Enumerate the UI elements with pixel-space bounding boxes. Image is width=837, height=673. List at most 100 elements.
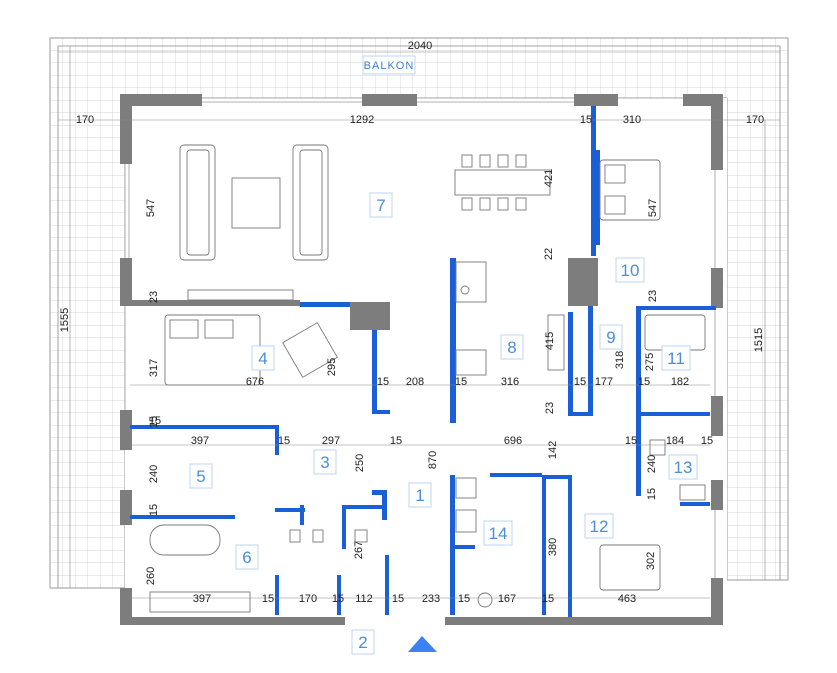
svg-text:4: 4 [258,349,267,368]
svg-text:15: 15 [262,593,274,605]
svg-text:260: 260 [145,567,157,585]
svg-text:15: 15 [574,376,586,388]
svg-text:1: 1 [415,486,424,505]
svg-text:170: 170 [746,114,764,126]
svg-text:463: 463 [618,593,636,605]
svg-text:13: 13 [674,458,693,477]
svg-text:15: 15 [332,593,344,605]
svg-text:547: 547 [647,199,659,217]
exterior-walls [120,94,723,625]
svg-text:15: 15 [392,593,404,605]
svg-text:267: 267 [353,541,365,559]
svg-text:8: 8 [507,338,516,357]
balcony-floor [49,37,789,589]
svg-text:2040: 2040 [408,40,432,52]
room-3-label: 3 [313,449,337,475]
svg-text:696: 696 [504,435,522,447]
room-7-label: 7 [369,192,393,218]
svg-text:15: 15 [148,416,160,428]
svg-text:10: 10 [621,261,640,280]
svg-text:6: 6 [242,548,251,567]
svg-text:23: 23 [544,402,556,414]
room-11-label: 11 [661,345,691,371]
svg-text:1555: 1555 [59,308,71,332]
svg-text:142: 142 [547,441,559,459]
interior-floor [125,98,727,623]
dimension-lines [58,46,780,599]
svg-text:233: 233 [422,593,440,605]
svg-text:5: 5 [196,467,205,486]
balcony-label: BALKON [364,60,415,72]
svg-text:15: 15 [455,376,467,388]
room-14-label: 14 [483,520,513,546]
svg-text:317: 317 [148,359,160,377]
svg-text:177: 177 [595,376,613,388]
room-9-label: 9 [599,324,623,350]
svg-text:397: 397 [193,593,211,605]
partition-walls [130,106,716,617]
svg-text:15: 15 [646,488,658,500]
room-2-label: 2 [351,629,375,655]
balcony-label-box [362,55,416,75]
svg-text:14: 14 [489,524,508,543]
svg-text:2: 2 [358,633,367,652]
svg-text:15: 15 [278,435,290,447]
svg-text:415: 415 [544,332,556,350]
svg-text:15: 15 [148,504,160,516]
svg-text:15: 15 [390,435,402,447]
svg-text:15: 15 [580,114,592,126]
svg-text:12: 12 [590,517,609,536]
room-1-label: 1 [408,482,432,508]
svg-text:170: 170 [299,593,317,605]
svg-text:167: 167 [498,593,516,605]
entry-arrow-icon [408,636,437,652]
room-4-label: 4 [251,345,275,371]
svg-text:9: 9 [606,328,615,347]
svg-text:295: 295 [326,358,338,376]
svg-text:275: 275 [644,353,656,371]
svg-text:240: 240 [148,465,160,483]
room-12-label: 12 [584,513,614,539]
svg-text:11: 11 [667,349,685,368]
svg-text:208: 208 [406,376,424,388]
svg-text:15: 15 [638,376,650,388]
svg-text:22: 22 [543,248,555,260]
svg-text:250: 250 [354,454,366,472]
room-13-label: 13 [668,454,698,480]
svg-text:380: 380 [547,538,559,556]
svg-text:1515: 1515 [753,328,765,352]
furniture [149,144,706,613]
svg-text:318: 318 [614,351,626,369]
glazing [124,97,716,578]
room-labels: 7 10 4 8 9 11 3 5 13 1 14 12 6 2 [189,192,698,655]
svg-text:310: 310 [623,114,641,126]
svg-text:15: 15 [377,376,389,388]
svg-text:170: 170 [76,114,94,126]
svg-text:397: 397 [191,435,209,447]
room-6-label: 6 [235,544,259,570]
svg-text:297: 297 [322,435,340,447]
room-10-label: 10 [615,257,645,283]
svg-text:7: 7 [376,196,385,215]
svg-text:15: 15 [458,593,470,605]
svg-text:676: 676 [246,376,264,388]
svg-text:182: 182 [671,376,689,388]
svg-text:421: 421 [543,169,555,187]
svg-text:240: 240 [646,455,658,473]
room-5-label: 5 [189,463,213,489]
svg-text:1292: 1292 [350,114,374,126]
svg-text:23: 23 [647,290,659,302]
dimension-labels: 2040 170 1292 15 310 170 676 15 208 15 3… [59,40,765,605]
svg-text:302: 302 [645,552,657,570]
svg-text:15: 15 [149,415,161,427]
svg-text:184: 184 [666,435,684,447]
svg-text:316: 316 [501,376,519,388]
svg-text:3: 3 [320,453,329,472]
svg-text:547: 547 [145,199,157,217]
svg-text:870: 870 [427,451,439,469]
room-8-label: 8 [500,334,524,360]
svg-text:15: 15 [542,593,554,605]
svg-text:23: 23 [148,291,160,303]
svg-text:15: 15 [701,435,713,447]
